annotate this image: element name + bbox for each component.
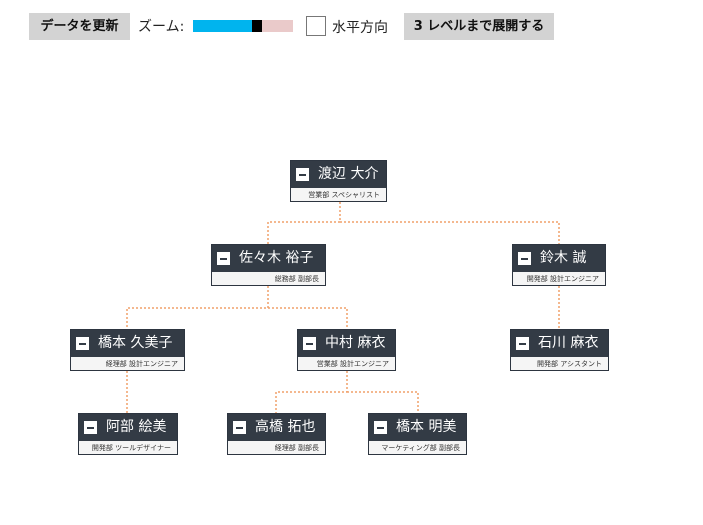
link-n1-children	[267, 202, 560, 244]
collapse-toggle-icon[interactable]	[217, 252, 230, 265]
horizontal-checkbox[interactable]	[306, 16, 326, 36]
org-node[interactable]: 橋本 明美 マーケティング部 副部長	[368, 413, 467, 455]
horizontal-checkbox-label[interactable]: 水平方向	[332, 20, 388, 36]
node-department: 経理部 副部長	[274, 444, 319, 452]
collapse-toggle-icon[interactable]	[296, 168, 309, 181]
node-department: 営業部 設計エンジニア	[316, 360, 389, 368]
node-department: 経理部 設計エンジニア	[105, 360, 178, 368]
refresh-data-button[interactable]: データを更新	[29, 13, 130, 40]
collapse-toggle-icon[interactable]	[516, 337, 529, 350]
zoom-slider-fill	[193, 20, 252, 32]
collapse-toggle-icon[interactable]	[374, 421, 387, 434]
node-department: 開発部 アシスタント	[537, 360, 602, 368]
node-department: 営業部 スペシャリスト	[308, 191, 380, 199]
zoom-slider[interactable]	[193, 20, 293, 32]
org-node[interactable]: 中村 麻衣 営業部 設計エンジニア	[297, 329, 396, 371]
collapse-toggle-icon[interactable]	[303, 337, 316, 350]
collapse-toggle-icon[interactable]	[84, 421, 97, 434]
node-department: マーケティング部 副部長	[381, 444, 460, 452]
org-node[interactable]: 佐々木 裕子 総務部 副部長	[211, 244, 326, 286]
zoom-slider-track	[262, 20, 293, 32]
node-department: 総務部 副部長	[274, 275, 319, 283]
node-department: 開発部 設計エンジニア	[526, 275, 599, 283]
link-n2-children	[126, 286, 348, 329]
zoom-label: ズーム:	[138, 19, 185, 35]
node-name: 佐々木 裕子	[212, 245, 325, 272]
expand-3-levels-button[interactable]: 3 レベルまで展開する	[404, 13, 554, 40]
org-node[interactable]: 高橋 拓也 経理部 副部長	[227, 413, 326, 455]
node-name: 阿部 絵美	[79, 414, 177, 441]
org-node[interactable]: 渡辺 大介 営業部 スペシャリスト	[290, 160, 387, 202]
org-node[interactable]: 橋本 久美子 経理部 設計エンジニア	[70, 329, 185, 371]
collapse-toggle-icon[interactable]	[76, 337, 89, 350]
collapse-toggle-icon[interactable]	[518, 252, 531, 265]
node-department: 開発部 ツールデザイナー	[91, 444, 171, 452]
collapse-toggle-icon[interactable]	[233, 421, 246, 434]
org-node[interactable]: 阿部 絵美 開発部 ツールデザイナー	[78, 413, 178, 455]
org-node[interactable]: 石川 麻衣 開発部 アシスタント	[510, 329, 609, 371]
zoom-slider-thumb[interactable]	[252, 20, 262, 32]
org-node[interactable]: 鈴木 誠 開発部 設計エンジニア	[512, 244, 606, 286]
toolbar: データを更新 ズーム: 水平方向 3 レベルまで展開する	[0, 0, 703, 50]
link-n5-children	[275, 371, 419, 413]
node-name: 橋本 久美子	[71, 330, 184, 357]
